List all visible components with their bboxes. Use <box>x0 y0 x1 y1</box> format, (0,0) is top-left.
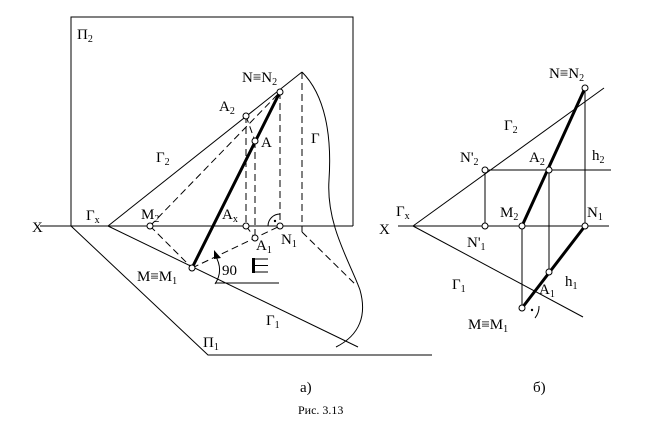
point-a2-a <box>242 112 250 120</box>
point-a1-b <box>545 268 553 276</box>
figure-b <box>398 84 611 319</box>
label-n-n2-a: N≡N2 <box>242 70 277 88</box>
label-gamma1-a: Г1 <box>266 313 280 331</box>
point-n2-a <box>276 88 284 96</box>
dash-trace-low <box>301 231 358 287</box>
point-n1-b <box>581 222 589 230</box>
line-mn-a <box>190 90 282 270</box>
point-m2-a <box>146 222 154 230</box>
label-x-b: X <box>379 222 390 238</box>
label-nprime2-b: N'2 <box>460 150 479 168</box>
label-m-m1-a: M≡M1 <box>137 269 177 287</box>
point-a-a <box>251 137 259 145</box>
label-a2-b: A2 <box>529 150 545 168</box>
plane-gamma-curve <box>301 71 364 348</box>
label-a1-a: A1 <box>256 238 272 256</box>
right-angle-dot <box>273 219 277 223</box>
dash-a2-a <box>245 115 256 142</box>
trace-gamma2-b <box>412 87 605 227</box>
angle-dot-b <box>530 308 534 312</box>
label-gamma1-b: Г1 <box>452 277 466 295</box>
panel-label-a: а) <box>300 380 312 396</box>
front-proj-mn <box>520 86 587 228</box>
label-ax-a: Ax <box>222 207 238 225</box>
label-n1-a: N1 <box>281 232 297 250</box>
angle-arrow-a <box>214 250 221 259</box>
point-m1-b <box>518 304 526 312</box>
label-gammax-a: Гx <box>86 208 100 226</box>
label-gamma2-a: Г2 <box>156 150 170 168</box>
label-a2-a: A2 <box>219 99 235 117</box>
point-a1-a <box>251 234 259 242</box>
figure-caption: Рис. 3.13 <box>298 403 343 417</box>
point-nprime2-b <box>481 166 489 174</box>
trace-gamma1-b <box>412 225 584 318</box>
plane-p1-outline <box>70 225 432 356</box>
panel-label-b: б) <box>533 380 546 396</box>
point-a2-b <box>545 166 553 174</box>
label-m2-a: M2 <box>141 207 159 225</box>
figure-a <box>40 16 432 356</box>
dash-m1-n1 <box>191 225 281 269</box>
perp-symbol <box>252 258 268 273</box>
trace-gamma1-a <box>107 225 359 348</box>
horiz-proj-mn <box>520 224 587 310</box>
point-n1-a <box>276 222 284 230</box>
trace-gamma2-a <box>107 71 303 227</box>
label-h2-b: h2 <box>592 148 605 166</box>
point-m2-b <box>518 222 526 230</box>
label-x-a: X <box>32 220 43 236</box>
point-m1-a <box>188 264 196 272</box>
label-nprime1-b: N'1 <box>467 235 486 253</box>
label-gamma-a: Г <box>311 131 320 147</box>
plane-p2-outline <box>70 16 354 226</box>
label-h1-b: h1 <box>565 274 578 292</box>
angle-arc-b <box>534 305 540 319</box>
label-pi2: П2 <box>77 27 93 45</box>
point-n2-b <box>581 84 589 92</box>
dash-m2-m1 <box>149 225 193 269</box>
dash-m2-n2 <box>149 91 281 227</box>
right-angle-n1 <box>267 213 281 227</box>
point-nprime1-b <box>481 222 489 230</box>
label-n1-b: N1 <box>587 205 603 223</box>
label-gamma2-b: Г2 <box>504 118 518 136</box>
label-ninety: 90 <box>222 263 237 279</box>
label-a-a: A <box>261 135 272 151</box>
label-pi1: П1 <box>203 335 219 353</box>
label-a1-b: A1 <box>539 282 555 300</box>
label-gammax-b: Гx <box>396 204 410 222</box>
label-m2-b: M2 <box>500 205 518 223</box>
point-ax-a <box>242 222 250 230</box>
label-n-n2-b: N≡N2 <box>549 66 584 84</box>
label-m-m1-b: M≡M1 <box>468 317 508 335</box>
